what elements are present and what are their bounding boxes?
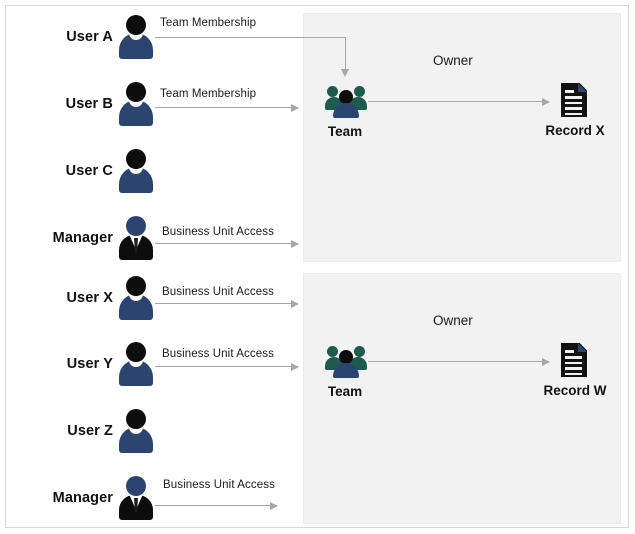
actor-label: Manager (52, 230, 113, 246)
connection-label-user-b: Team Membership (160, 88, 257, 100)
document-text-line (565, 96, 582, 99)
owner-label-bottom: Owner (433, 313, 473, 328)
connection-label-manager-bottom: Business Unit Access (163, 479, 275, 491)
person-head (126, 15, 146, 35)
connector-arrow-user-b (155, 103, 299, 112)
person-icon (118, 82, 154, 128)
connector-arrow-user-y (155, 362, 299, 371)
document-icon (561, 343, 589, 377)
person-neck (129, 31, 143, 40)
person-neck (129, 98, 143, 107)
owner-panel-top (303, 13, 621, 262)
document-text-line (565, 101, 582, 104)
document-text-line (565, 356, 582, 359)
actor-label: Manager (52, 490, 113, 506)
actor-label: User C (65, 163, 113, 179)
actor-row-user-b[interactable]: User B (20, 78, 310, 134)
person-icon (118, 276, 154, 322)
actor-row-manager-top[interactable]: Manager (20, 212, 310, 268)
actor-label: User X (66, 290, 113, 306)
connection-label-user-a: Team Membership (160, 17, 257, 29)
person-icon (118, 342, 154, 388)
document-text-line (565, 367, 582, 370)
team-caption: Team (327, 124, 363, 139)
document-text-line (565, 107, 582, 110)
manager-head (126, 216, 146, 236)
manager-head (126, 476, 146, 496)
record-caption: Record W (543, 383, 607, 398)
document-text-line (565, 90, 574, 93)
team-member-head-left (327, 86, 338, 97)
actor-label: User A (66, 29, 113, 45)
actor-label: User Y (66, 356, 113, 372)
team-lead-head (339, 350, 353, 364)
record-caption: Record X (545, 123, 605, 138)
connector-arrow-manager-top (155, 239, 299, 248)
connector-arrow-manager-bottom (155, 501, 278, 510)
team-lead-body (333, 103, 359, 118)
document-text-line (565, 361, 582, 364)
elbow-connector-horizontal-user-a (155, 37, 345, 38)
team-lead-body (333, 363, 359, 378)
document-fold-corner (578, 343, 587, 352)
actor-row-user-y[interactable]: User Y (20, 338, 310, 394)
document-text-line (565, 112, 582, 115)
person-neck (129, 292, 143, 301)
team-caption: Team (327, 384, 363, 399)
person-neck (129, 425, 143, 434)
actor-label: User Z (67, 423, 113, 439)
connection-label-user-y: Business Unit Access (162, 348, 274, 360)
owner-arrow-top (368, 97, 550, 106)
manager-icon (118, 476, 154, 522)
manager-tie (134, 498, 138, 512)
person-head (126, 409, 146, 429)
elbow-connector-arrowhead-user-a (341, 69, 349, 77)
actor-label: User B (65, 96, 113, 112)
team-member-head-right (354, 86, 365, 97)
actor-row-user-c[interactable]: User C (20, 145, 310, 201)
actor-row-user-z[interactable]: User Z (20, 405, 310, 461)
person-icon (118, 409, 154, 455)
team-icon (325, 344, 367, 378)
person-head (126, 82, 146, 102)
owner-arrow-bottom (368, 357, 550, 366)
person-head (126, 276, 146, 296)
person-head (126, 149, 146, 169)
document-text-line (565, 350, 574, 353)
actor-row-manager-bottom[interactable]: Manager (20, 472, 310, 528)
owner-label-top: Owner (433, 53, 473, 68)
elbow-connector-vertical-user-a (345, 37, 346, 71)
person-head (126, 342, 146, 362)
manager-icon (118, 216, 154, 262)
manager-tie (134, 238, 138, 252)
connection-label-manager-top: Business Unit Access (162, 226, 274, 238)
document-fold-corner (578, 83, 587, 92)
document-icon (561, 83, 589, 117)
actor-row-user-a[interactable]: User A (20, 11, 310, 67)
team-lead-head (339, 90, 353, 104)
connection-label-user-x: Business Unit Access (162, 286, 274, 298)
person-icon (118, 15, 154, 61)
team-member-head-right (354, 346, 365, 357)
person-neck (129, 165, 143, 174)
person-icon (118, 149, 154, 195)
actor-row-user-x[interactable]: User X (20, 272, 310, 328)
document-text-line (565, 372, 582, 375)
owner-panel-bottom (303, 273, 621, 524)
team-member-head-left (327, 346, 338, 357)
team-icon (325, 84, 367, 118)
person-neck (129, 358, 143, 367)
connector-arrow-user-x (155, 299, 299, 308)
